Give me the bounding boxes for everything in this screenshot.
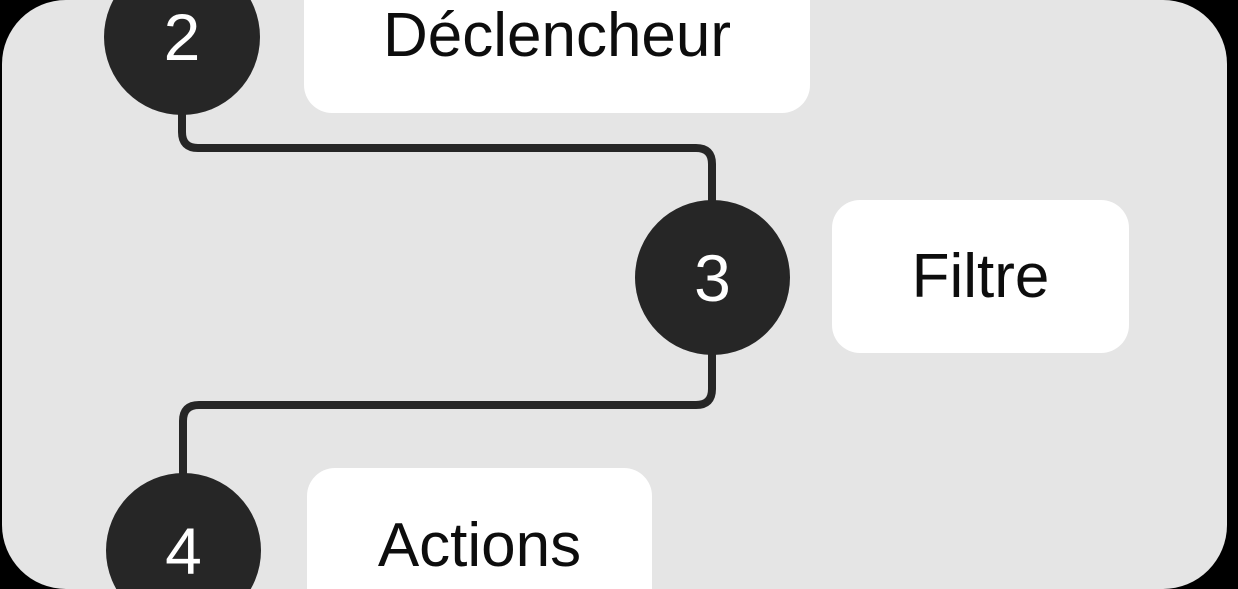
step-card-filter-label: Filtre <box>911 241 1050 311</box>
step-node-3-number: 3 <box>694 240 731 315</box>
connector-2-to-3 <box>178 104 716 216</box>
step-card-filter[interactable]: Filtre <box>832 200 1129 353</box>
step-card-trigger[interactable]: Déclencheur <box>304 0 810 113</box>
step-node-2-number: 2 <box>163 0 201 74</box>
step-card-trigger-label: Déclencheur <box>382 0 732 70</box>
connector-3-to-4 <box>179 340 716 488</box>
step-node-3[interactable]: 3 <box>635 200 790 355</box>
step-node-2[interactable]: 2 <box>104 0 260 115</box>
step-node-4-number: 4 <box>165 513 202 588</box>
step-card-actions[interactable]: Actions <box>307 468 652 589</box>
step-card-actions-label: Actions <box>377 510 582 580</box>
step-node-4[interactable]: 4 <box>106 473 261 589</box>
